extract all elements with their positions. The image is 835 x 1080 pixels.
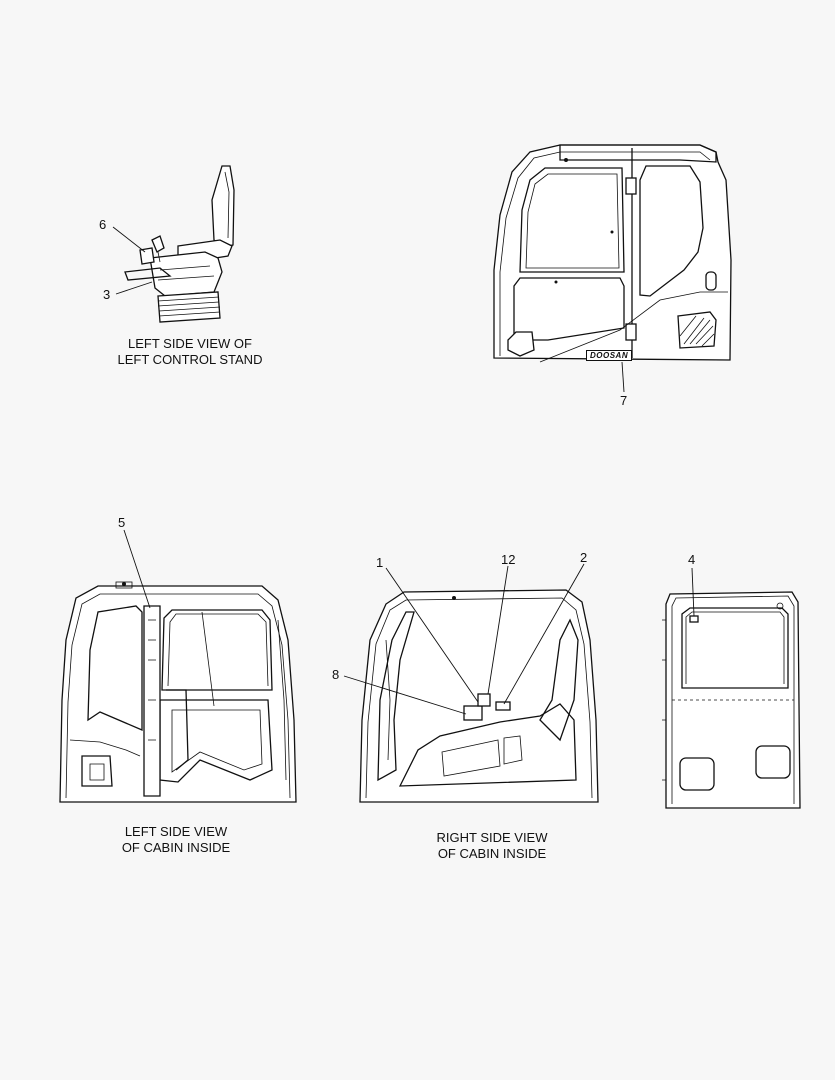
doosan-logo: DOOSAN xyxy=(586,350,633,361)
leader-5 xyxy=(123,529,151,609)
callout-1: 1 xyxy=(376,555,384,570)
leader-7 xyxy=(621,361,625,393)
seat-control-stand-drawing xyxy=(124,165,235,323)
callout-8: 8 xyxy=(332,667,340,682)
callout-3: 3 xyxy=(103,287,111,302)
leader-2 xyxy=(503,563,585,705)
callout-4: 4 xyxy=(688,552,696,567)
leader-8 xyxy=(343,675,467,715)
callout-5: 5 xyxy=(118,515,126,530)
leader-1 xyxy=(385,567,479,703)
leader-6 xyxy=(112,226,146,253)
cabin-rear-drawing xyxy=(662,591,801,809)
cabin-right-inside-drawing xyxy=(359,589,599,803)
cabin-exterior-drawing xyxy=(493,144,732,363)
callout-6: 6 xyxy=(99,217,107,232)
callout-12: 12 xyxy=(501,552,516,567)
callout-7: 7 xyxy=(620,393,628,408)
caption-cabin-left-inside: LEFT SIDE VIEW OF CABIN INSIDE xyxy=(121,824,231,855)
leader-4 xyxy=(691,567,695,617)
caption-cabin-right-inside: RIGHT SIDE VIEW OF CABIN INSIDE xyxy=(436,830,548,861)
leader-3 xyxy=(115,281,153,295)
cabin-left-inside-drawing xyxy=(59,581,297,803)
leader-12 xyxy=(487,565,509,695)
caption-left-control-stand: LEFT SIDE VIEW OF LEFT CONTROL STAND xyxy=(117,336,263,367)
callout-2: 2 xyxy=(580,550,588,565)
